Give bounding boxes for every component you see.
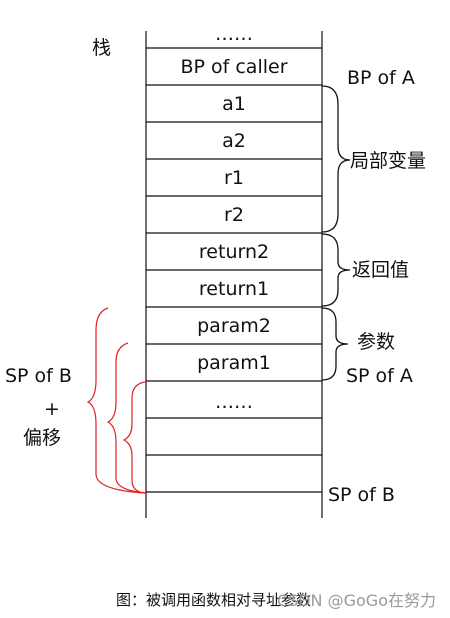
params-label: 参数 <box>357 331 395 353</box>
offset-brace-local <box>122 381 146 494</box>
offset-label: 偏移 <box>23 427 61 449</box>
offset-brace-param1 <box>106 342 146 494</box>
stack-cell-a2: a2 <box>222 130 246 152</box>
stack-cell-return1: return1 <box>199 278 269 300</box>
stack-cell-ellipsis-top: …… <box>215 23 253 45</box>
offset-brace-param2 <box>86 307 146 494</box>
figure-caption: 图：被调用函数相对寻址参数 <box>116 591 311 609</box>
stack-cells: …… BP of caller a1 a2 r1 r2 return2 retu… <box>180 23 287 413</box>
offset-braces <box>86 307 146 494</box>
stack-cell-r2: r2 <box>224 204 244 226</box>
stack-cell-param1: param1 <box>197 352 271 374</box>
stack-cell-return2: return2 <box>199 241 269 263</box>
sp-of-a-label: SP of A <box>346 365 413 387</box>
stack-dividers <box>146 47 322 493</box>
locals-label: 局部变量 <box>350 150 426 172</box>
params-brace <box>321 307 349 381</box>
watermark: CSDN @GoGo在努力 <box>277 591 436 610</box>
stack-cell-ellipsis-bottom: …… <box>215 391 253 413</box>
return-values-label: 返回值 <box>352 259 409 281</box>
sp-of-b-bottom-label: SP of B <box>328 484 395 506</box>
sp-of-b-left-label: SP of B <box>5 365 72 387</box>
plus-label: + <box>44 398 60 420</box>
stack-cell-param2: param2 <box>197 315 271 337</box>
locals-brace <box>321 85 351 233</box>
return-values-brace <box>321 233 351 307</box>
stack-label: 栈 <box>92 37 111 59</box>
stack-cell-r1: r1 <box>224 167 244 189</box>
stack-cell-a1: a1 <box>222 93 246 115</box>
stack-cell-bp-of-caller: BP of caller <box>180 56 287 78</box>
bp-of-a-label: BP of A <box>347 67 415 89</box>
